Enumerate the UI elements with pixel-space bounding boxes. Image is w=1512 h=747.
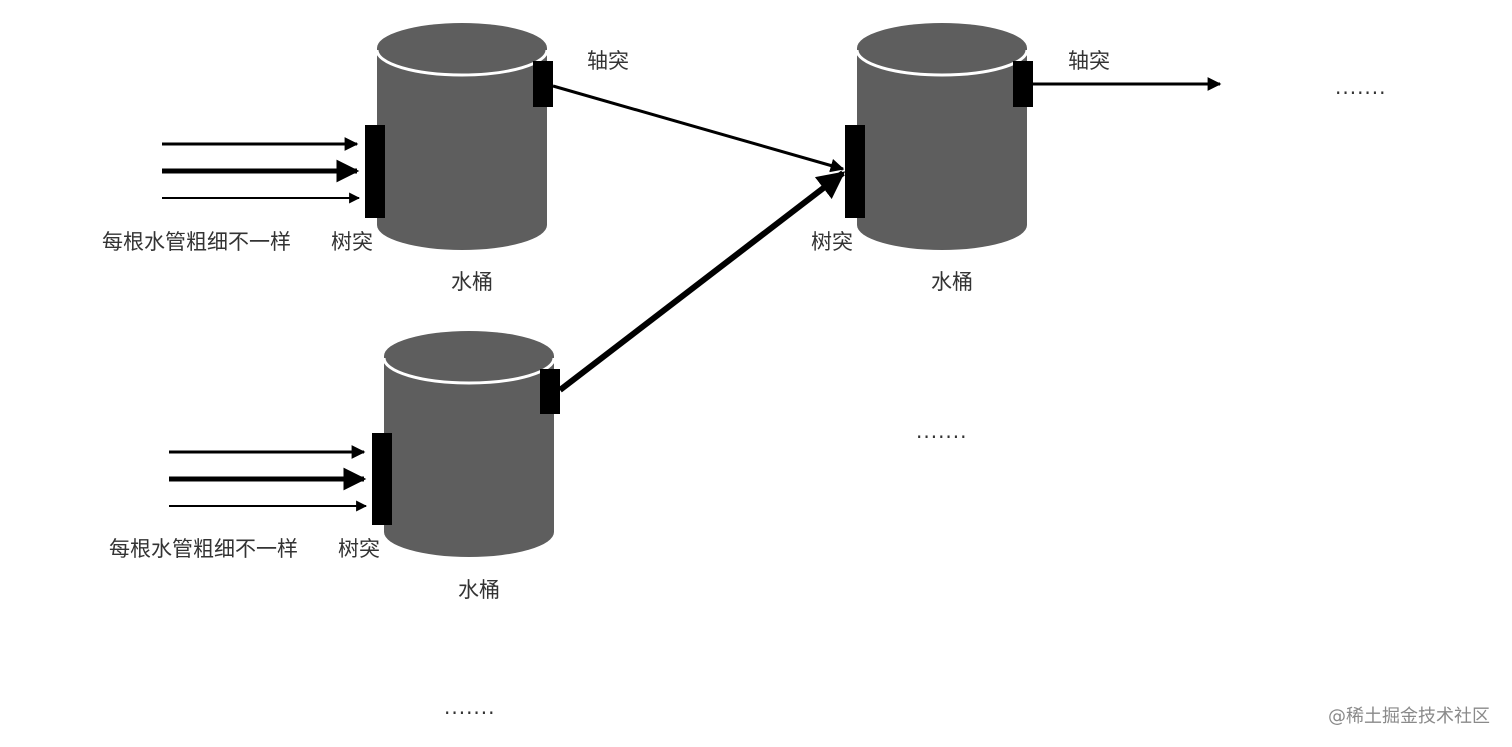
ellipsis-bottom: ....... xyxy=(444,695,496,719)
axon-label: 轴突 xyxy=(1068,49,1110,73)
dendrite-label: 树突 xyxy=(811,230,853,254)
bucket-lower-left-top xyxy=(384,331,554,381)
bucket-right-top xyxy=(857,23,1027,73)
bucket-right-dendrite xyxy=(845,125,865,218)
bucket-upper-left-top xyxy=(377,23,547,73)
bucket-upper-left-dendrite xyxy=(365,125,385,218)
bucket-lower-left: 每根水管粗细不一样 树突 水桶 xyxy=(109,331,560,602)
bucket-lower-left-dendrite xyxy=(372,433,392,525)
watermark: @稀土掘金技术社区 xyxy=(1328,706,1490,727)
bucket-label: 水桶 xyxy=(458,578,500,602)
bucket-lower-left-body xyxy=(384,356,554,557)
bucket-right: 树突 轴突 水桶 xyxy=(811,23,1110,294)
bucket-label: 水桶 xyxy=(931,270,973,294)
ellipsis-middle: ....... xyxy=(916,419,968,443)
bucket-upper-left-body xyxy=(377,48,547,250)
bucket-upper-left: 每根水管粗细不一样 树突 轴突 水桶 xyxy=(102,23,629,294)
input-pipes-label: 每根水管粗细不一样 xyxy=(102,230,291,254)
axon-label: 轴突 xyxy=(587,49,629,73)
connection-upper-to-right xyxy=(552,84,845,173)
dendrite-label: 树突 xyxy=(331,230,373,254)
bucket-upper-left-axon xyxy=(533,61,553,107)
connection-lower-to-right xyxy=(558,170,846,393)
bucket-right-axon xyxy=(1013,61,1033,107)
bucket-right-body xyxy=(857,48,1027,250)
ellipsis-output: ....... xyxy=(1335,75,1387,99)
dendrite-label: 树突 xyxy=(338,537,380,561)
bucket-lower-left-axon xyxy=(540,369,560,414)
input-pipes-label: 每根水管粗细不一样 xyxy=(109,537,298,561)
bucket-label: 水桶 xyxy=(451,270,493,294)
